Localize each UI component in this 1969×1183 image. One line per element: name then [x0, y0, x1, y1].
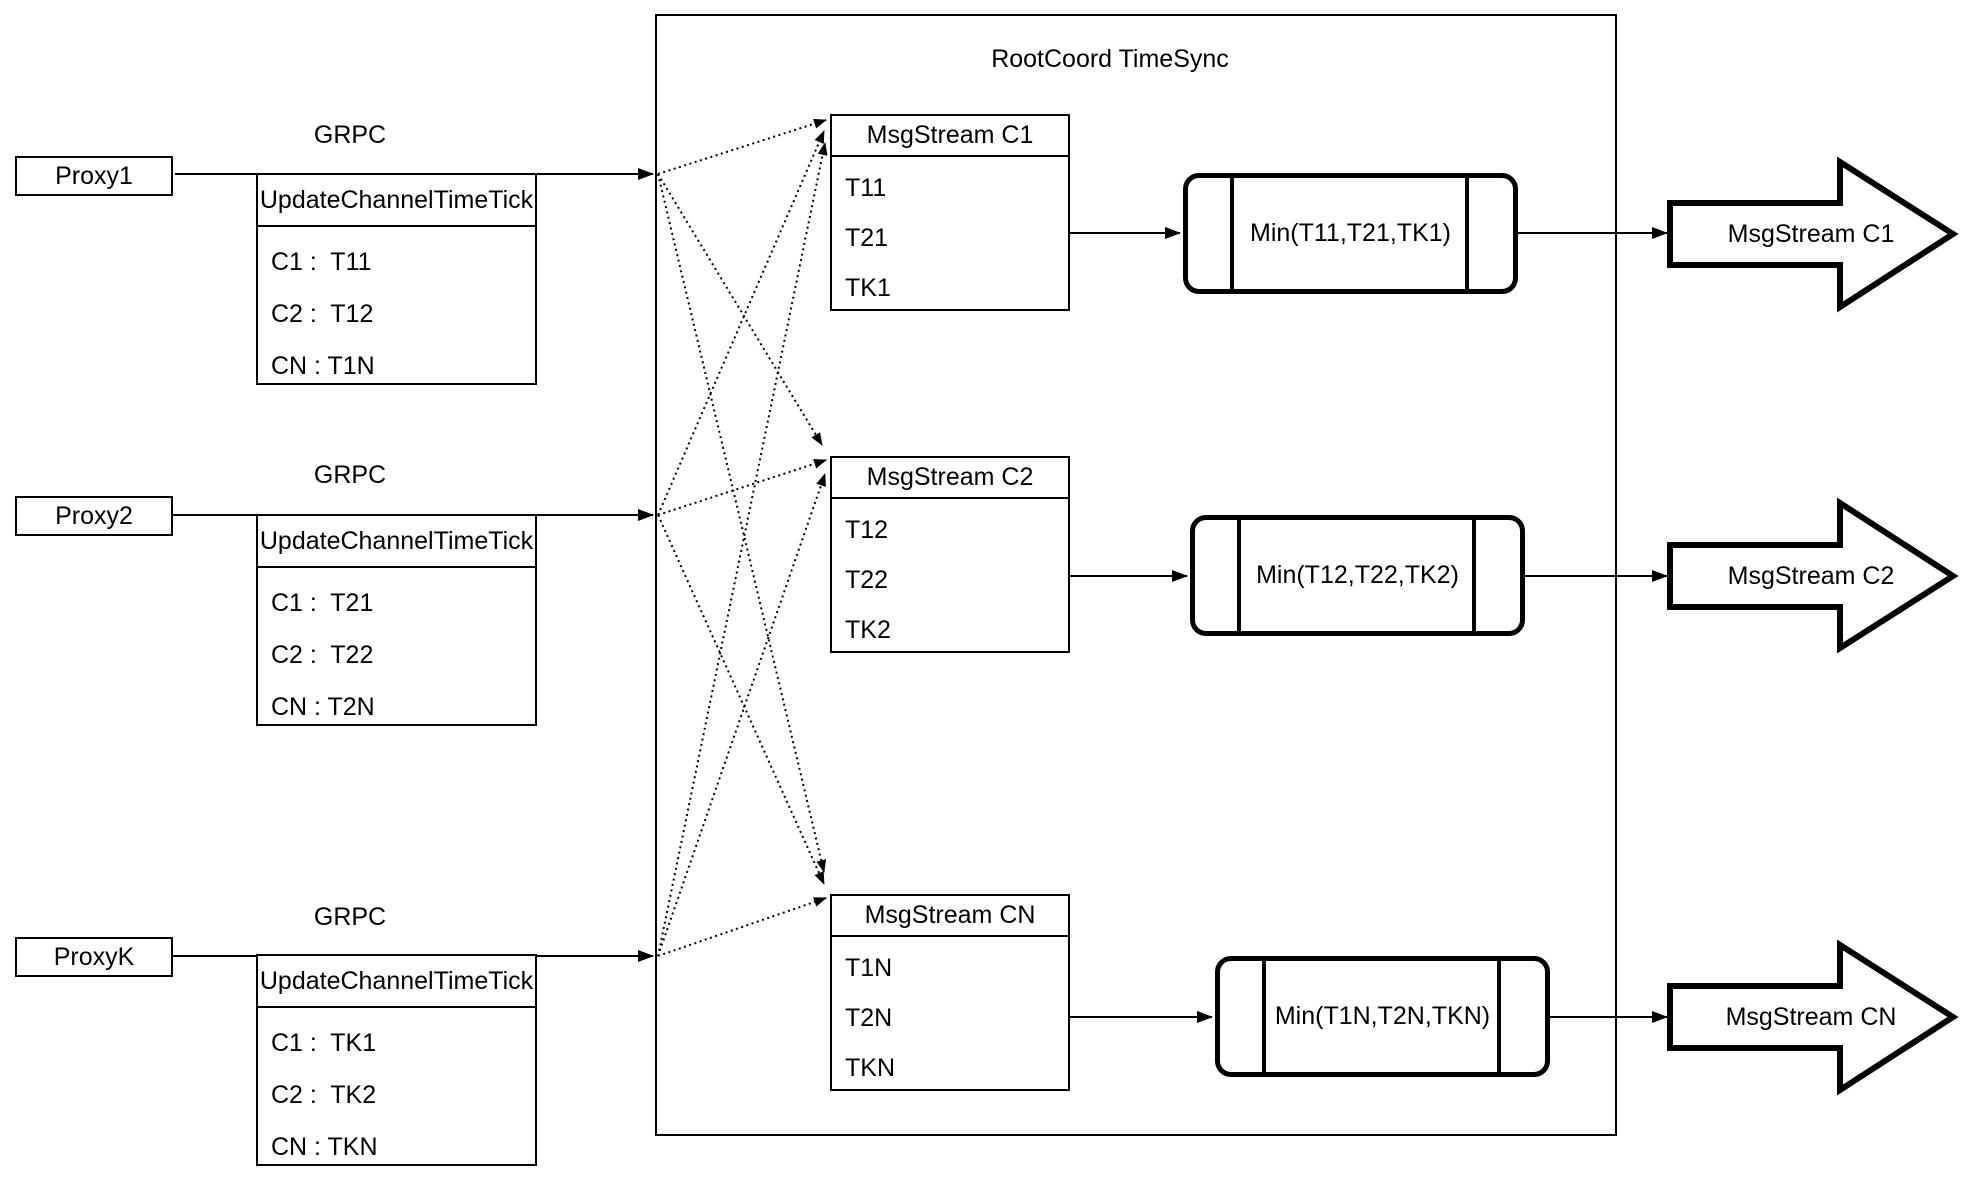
output-arrow-label-c2: MsgStream C2	[1727, 562, 1895, 590]
dotted-line-p2-c2	[657, 458, 827, 516]
dotted-line-pk-c1	[657, 142, 828, 957]
proxy1-box: Proxy1	[15, 156, 173, 196]
min-box-c1: Min(T11,T21,TK1)	[1183, 173, 1518, 294]
dotted-line-p1-c1	[657, 118, 827, 175]
msgstream-table-header: MsgStream C2	[832, 458, 1068, 499]
msgstream-tick-2: T2N	[845, 1004, 893, 1032]
dotted-line-p2-c1	[657, 130, 825, 516]
timetick-row-cn: CN : TKN	[271, 1133, 378, 1161]
msgstream-cn-table: MsgStream CN T1N T2N TKN	[830, 894, 1070, 1091]
proxyk-label: ProxyK	[53, 942, 135, 971]
proxy1-timetick-table: UpdateChannelTimeTick C1 : T11 C2 : T12 …	[256, 173, 537, 385]
min-box-right-divider	[1465, 178, 1469, 289]
msgstream-tick-1: T1N	[845, 954, 893, 982]
output-arrow-label-cn: MsgStream CN	[1725, 1003, 1897, 1031]
dotted-line-p2-cn	[657, 514, 825, 885]
proxy2-box: Proxy2	[15, 496, 173, 536]
min-label-c2: Min(T12,T22,TK2)	[1256, 561, 1459, 589]
min-box-left-divider	[1230, 178, 1234, 289]
grpc-label-row3: GRPC	[313, 903, 387, 931]
msgstream-tick-2: T22	[845, 566, 889, 594]
grpc-label-row1: GRPC	[313, 121, 387, 149]
min-box-right-divider	[1472, 520, 1476, 631]
msgstream-tick-3: TK2	[845, 616, 891, 644]
msgstream-table-header: MsgStream C1	[832, 116, 1068, 157]
dotted-line-pk-c2	[657, 473, 826, 957]
timetick-table-body: C1 : T21 C2 : T22 CN : T2N	[258, 568, 535, 733]
timetick-table-header: UpdateChannelTimeTick	[258, 516, 535, 568]
min-label-cn: Min(T1N,T2N,TKN)	[1274, 1002, 1491, 1030]
timetick-row-cn: CN : T1N	[271, 352, 375, 380]
dotted-line-pk-cn	[657, 897, 827, 957]
dotted-line-p1-cn	[657, 173, 827, 873]
output-arrow-c1	[1667, 156, 1959, 313]
msgstream-c2-table: MsgStream C2 T12 T22 TK2	[830, 456, 1070, 653]
msgstream-tick-1: T11	[845, 174, 887, 202]
min-box-left-divider	[1262, 961, 1266, 1072]
timetick-table-body: C1 : T11 C2 : T12 CN : T1N	[258, 227, 535, 392]
proxyk-box: ProxyK	[15, 937, 173, 977]
timetick-table-body: C1 : TK1 C2 : TK2 CN : TKN	[258, 1008, 535, 1173]
msgstream-tick-3: TKN	[845, 1054, 895, 1082]
min-box-c2: Min(T12,T22,TK2)	[1190, 515, 1525, 636]
msgstream-tick-3: TK1	[845, 274, 891, 302]
output-arrow-label-c1: MsgStream C1	[1727, 220, 1895, 248]
grpc-label-row2: GRPC	[313, 461, 387, 489]
proxy2-label: Proxy2	[55, 501, 133, 530]
proxy1-label: Proxy1	[55, 161, 133, 190]
timetick-fanout-lines	[657, 118, 828, 957]
timetick-row-c1: C1 : TK1	[271, 1029, 377, 1057]
output-arrow-c2	[1667, 497, 1959, 654]
timetick-row-c1: C1 : T21	[271, 589, 374, 617]
msgstream-table-body: T12 T22 TK2	[832, 499, 1068, 655]
timetick-row-c2: C2 : T12	[271, 300, 374, 328]
timetick-row-c1: C1 : T11	[271, 248, 372, 276]
min-label-c1: Min(T11,T21,TK1)	[1250, 219, 1451, 247]
msgstream-tick-1: T12	[845, 516, 889, 544]
msgstream-table-body: T1N T2N TKN	[832, 937, 1068, 1093]
timetick-table-header: UpdateChannelTimeTick	[258, 175, 535, 227]
rootcoord-timesync-box	[655, 14, 1617, 1136]
msgstream-table-body: T11 T21 TK1	[832, 157, 1068, 313]
timetick-row-c2: C2 : TK2	[271, 1081, 377, 1109]
msgstream-c1-table: MsgStream C1 T11 T21 TK1	[830, 114, 1070, 311]
output-arrow-cn	[1667, 939, 1959, 1096]
timetick-row-cn: CN : T2N	[271, 693, 375, 721]
min-box-cn: Min(T1N,T2N,TKN)	[1215, 956, 1550, 1077]
proxyk-timetick-table: UpdateChannelTimeTick C1 : TK1 C2 : TK2 …	[256, 954, 537, 1166]
msgstream-table-header: MsgStream CN	[832, 896, 1068, 937]
timetick-table-header: UpdateChannelTimeTick	[258, 956, 535, 1008]
min-box-left-divider	[1237, 520, 1241, 631]
rootcoord-timesync-title: RootCoord TimeSync	[991, 45, 1229, 73]
min-box-right-divider	[1497, 961, 1501, 1072]
timetick-row-c2: C2 : T22	[271, 641, 374, 669]
msgstream-tick-2: T21	[845, 224, 889, 252]
proxy2-timetick-table: UpdateChannelTimeTick C1 : T21 C2 : T22 …	[256, 514, 537, 726]
